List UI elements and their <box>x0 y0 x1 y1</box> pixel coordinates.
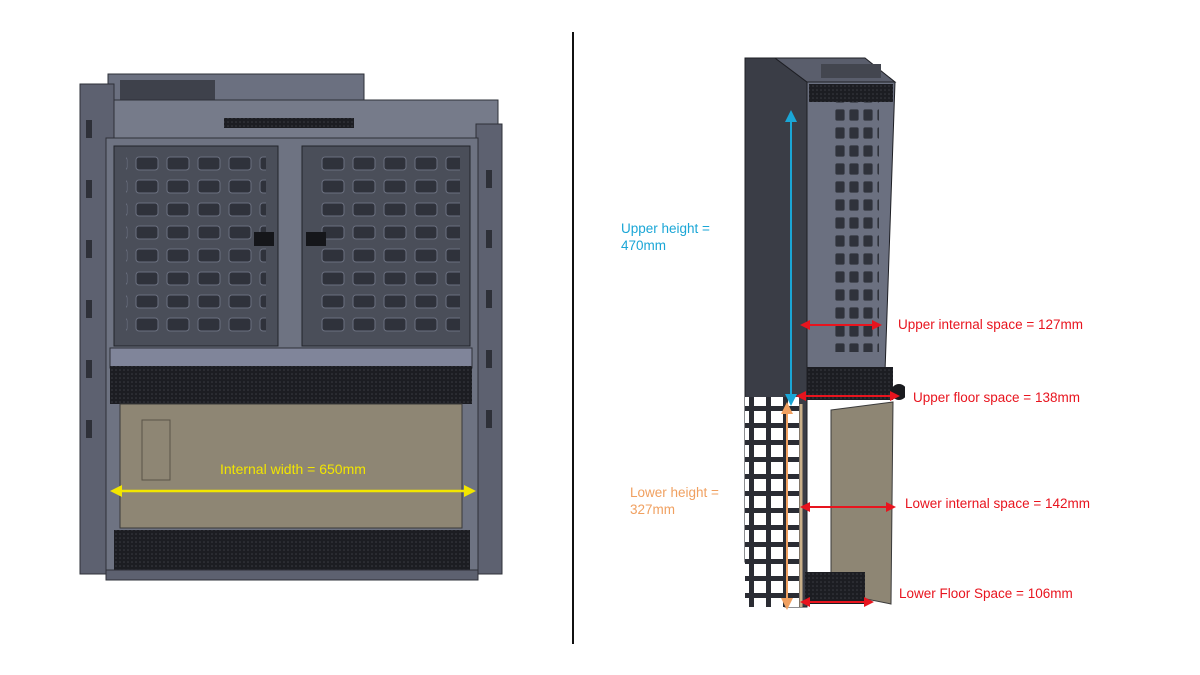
internal-width-label: Internal width = 650mm <box>220 461 366 477</box>
internal-width-arrow <box>110 485 476 497</box>
cabinet-front-view-icon <box>79 73 503 581</box>
upper-height-label: Upper height = 470mm <box>621 221 710 253</box>
lower-height-label: Lower height = 327mm <box>630 485 719 517</box>
lower-floor-space-label: Lower Floor Space = 106mm <box>899 586 1073 601</box>
divider-line <box>572 32 574 644</box>
lower-floor-space-arrow <box>800 597 874 607</box>
cabinet-side-view-icon <box>744 57 905 608</box>
upper-internal-space-arrow <box>800 320 882 330</box>
upper-height-arrow <box>785 110 797 406</box>
lower-internal-space-label: Lower internal space = 142mm <box>905 496 1090 511</box>
upper-internal-space-label: Upper internal space = 127mm <box>898 317 1083 332</box>
upper-floor-space-arrow <box>796 391 900 401</box>
lower-internal-space-arrow <box>800 502 896 512</box>
upper-floor-space-label: Upper floor space = 138mm <box>913 390 1080 405</box>
lower-height-arrow <box>781 402 793 610</box>
